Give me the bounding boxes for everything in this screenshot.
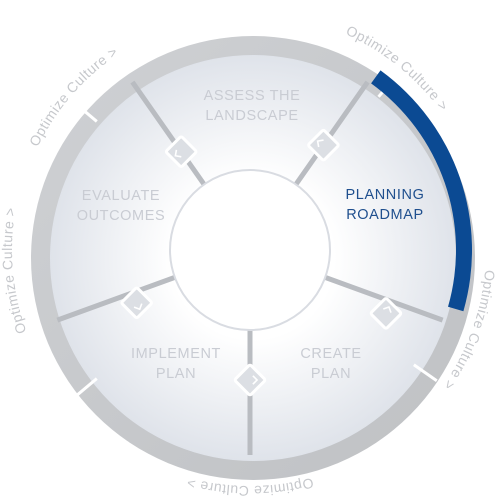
segment-label-evaluate-line1: EVALUATE — [82, 188, 160, 204]
segment-label-evaluate[interactable]: EVALUATE OUTCOMES — [77, 188, 166, 224]
segment-label-implement-line2: PLAN — [156, 366, 196, 382]
connector-diamond-icon — [233, 363, 267, 397]
segment-label-planning[interactable]: PLANNING ROADMAP — [346, 187, 425, 223]
segment-divider — [293, 80, 370, 186]
segment-label-create[interactable]: CREATE PLAN — [300, 346, 361, 382]
segment-label-implement[interactable]: IMPLEMENT PLAN — [131, 346, 221, 382]
segment-label-assess-line2: LANDSCAPE — [205, 108, 298, 124]
segment-label-create-line2: PLAN — [311, 366, 351, 382]
ring-notch — [74, 102, 98, 123]
segment-label-implement-line1: IMPLEMENT — [131, 346, 221, 362]
connector-diamonds — [120, 128, 403, 397]
segment-label-planning-line1: PLANNING — [346, 187, 425, 203]
segment-label-evaluate-line2: OUTCOMES — [77, 208, 166, 224]
segment-divider — [56, 275, 176, 323]
segment-label-create-line1: CREATE — [300, 346, 361, 362]
ring-notch — [412, 363, 438, 383]
segment-label-planning-line2: ROADMAP — [346, 207, 424, 223]
segment-divider — [130, 80, 207, 186]
ring-dividers — [74, 74, 438, 398]
ring-notch — [74, 377, 98, 398]
segment-label-assess[interactable]: ASSESS THE LANDSCAPE — [204, 88, 301, 124]
center-hub — [169, 169, 331, 331]
segment-label-assess-line1: ASSESS THE — [204, 88, 301, 104]
outer-label-5: Optimize Culture > — [0, 206, 29, 336]
connector-diamond-icon — [120, 286, 153, 320]
connector-diamond-icon — [369, 297, 403, 330]
active-accent-arc — [371, 70, 472, 312]
connector-diamond-icon — [307, 128, 340, 162]
connector-diamond-icon — [164, 135, 198, 168]
